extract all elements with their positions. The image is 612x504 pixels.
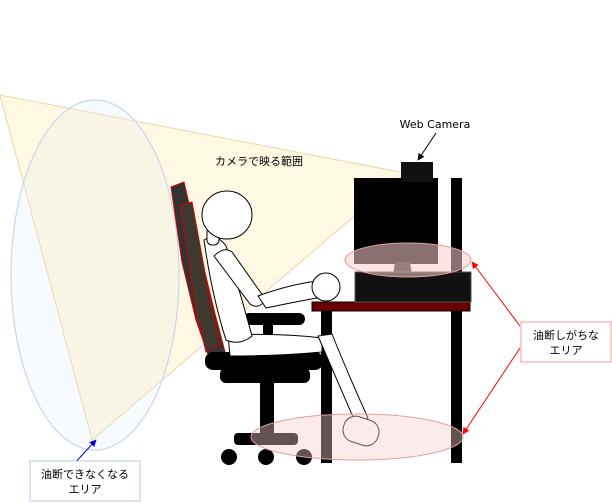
careless-area-monitor-ellipse <box>344 242 472 278</box>
chair-post <box>260 380 274 436</box>
blind-area-ellipse <box>10 99 180 451</box>
chair-seat-lower <box>220 368 310 383</box>
blind-area-label-line2: エリア <box>69 483 102 496</box>
chair-seat <box>205 352 323 370</box>
careless-area-label-box <box>520 321 612 363</box>
person-head <box>201 190 253 240</box>
person-hand <box>311 272 341 302</box>
person <box>201 190 380 447</box>
web-camera-label: Web Camera <box>400 118 471 131</box>
monitor <box>354 178 472 303</box>
blind-area-label-box <box>29 460 141 502</box>
chair <box>170 181 323 465</box>
person-torso <box>203 236 253 343</box>
person-thigh <box>227 333 323 357</box>
careless-area-floor-ellipse <box>250 413 464 461</box>
chair-caster-center <box>258 449 274 465</box>
desk-top <box>311 301 471 312</box>
desk-right-leg <box>451 308 462 463</box>
person-shin <box>317 333 369 425</box>
chair-backrest-pad <box>179 201 221 353</box>
chair-base <box>234 433 298 445</box>
camera-range-label: カメラで映る範囲 <box>215 154 303 168</box>
web-camera-arrow <box>417 132 437 161</box>
person-foot <box>342 415 380 447</box>
careless-area-arrow-bottom <box>462 347 521 435</box>
chair-armrest <box>243 313 305 325</box>
web-camera <box>401 162 433 182</box>
chair-caster-left <box>221 449 237 465</box>
desk-front-leg <box>321 308 332 463</box>
careless-area-label-line1: 油断しがちな <box>533 328 599 342</box>
careless-area-arrow-top <box>471 261 521 327</box>
careless-area-label-line2: エリア <box>550 344 583 357</box>
blind-area-label-line1: 油断できなくなる <box>41 467 129 481</box>
